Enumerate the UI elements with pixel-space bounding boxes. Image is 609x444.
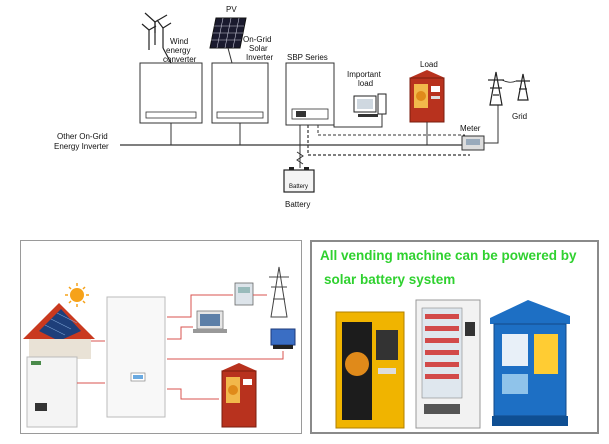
battery-unit-icon: [26, 356, 78, 428]
battery-box-text: Battery: [289, 184, 308, 190]
battery-icon: [283, 145, 315, 193]
yellow-vending-machine-icon: [335, 311, 405, 429]
ongrid-label-line3: Inverter: [246, 53, 273, 62]
meter-label: Meter: [460, 124, 481, 133]
power-tower-icon: [269, 266, 289, 318]
wind-label-line2: energy: [166, 46, 190, 55]
blue-vending-machine-icon: [490, 300, 570, 426]
other-inverter-label-line1: Other On-Grid: [57, 132, 108, 141]
solar-battery-system-panel: [20, 240, 302, 434]
vending-machines-panel: All vending machine can be powered by so…: [310, 240, 599, 434]
load-vending-machine-icon: [409, 70, 445, 145]
other-inverter-label-line2: Energy Inverter: [54, 142, 109, 151]
inverter-to-vending-arrow: [167, 388, 219, 400]
battery-label: Battery: [285, 200, 310, 209]
generator-to-inverter-arrow: [167, 351, 284, 360]
vending-machine-small-icon: [221, 363, 257, 428]
wind-label-line3: converter: [163, 55, 197, 64]
sun-icon: [65, 283, 89, 307]
laptop-icon: [193, 310, 227, 333]
important-load-label-line2: load: [358, 79, 373, 88]
solar-panel-icon: [209, 17, 247, 64]
wind-turbine-icon: [141, 12, 172, 64]
sbp-series-label: SBP Series: [287, 53, 328, 62]
pv-label: PV: [226, 5, 237, 14]
headline-line2: solar battery system: [324, 272, 456, 287]
ongrid-label-line2: Solar: [249, 44, 268, 53]
generator-icon: [270, 328, 296, 349]
meter-to-grid-line: [484, 105, 499, 144]
load-label: Load: [420, 60, 438, 69]
wind-label-line1: Wind: [170, 37, 188, 46]
sbp-series-inverter: [285, 62, 335, 145]
solar-battery-system-diagram: [23, 266, 296, 428]
meter-icon: [461, 135, 485, 151]
wind-energy-converter: [139, 62, 203, 145]
important-load-label-line1: Important: [347, 70, 382, 79]
dashed-grid-line: [307, 125, 470, 156]
white-vending-machine-icon: [415, 299, 481, 429]
headline-line1: All vending machine can be powered by: [320, 248, 577, 263]
ongrid-label-line1: On-Grid: [243, 35, 271, 44]
hybrid-inverter-icon: [106, 296, 166, 418]
grid-tower-icon: [488, 71, 530, 106]
inverter-to-laptop-arrow: [167, 326, 193, 340]
solar-roof-icon: [23, 303, 95, 359]
grid-label: Grid: [512, 112, 527, 121]
vending-machines-illustration: [335, 299, 570, 429]
inverter-to-meter-arrow: [167, 294, 233, 318]
computer-icon: [333, 93, 387, 128]
dashed-meter-line: [317, 125, 465, 136]
meter-box-icon: [234, 282, 254, 306]
top-system-diagram: Wind energy converter PV On-Grid Solar I…: [54, 5, 530, 209]
on-grid-solar-inverter: [211, 62, 269, 145]
